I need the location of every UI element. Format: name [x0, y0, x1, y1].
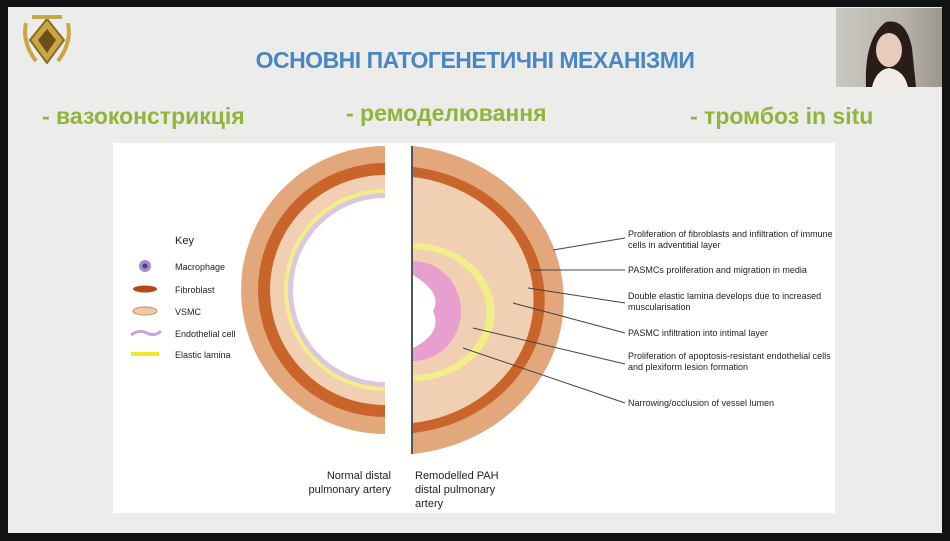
caption-remodelled: Remodelled PAH distal pulmonary artery — [415, 470, 499, 510]
mechanism-vasoconstriction: - вазоконстрикція — [42, 103, 245, 129]
label-elastic-lamina: Double elastic lamina develops due to in… — [628, 291, 822, 312]
key-fibroblast: Fibroblast — [175, 285, 215, 295]
key-title: Key — [175, 235, 194, 247]
label-endothelial: Proliferation of apoptosis-resistant end… — [628, 351, 831, 372]
key-macrophage: Macrophage — [175, 262, 226, 272]
university-logo-icon — [23, 15, 71, 65]
key-endothelial-cell: Endothelial cell — [175, 329, 236, 339]
label-lumen: Narrowing/occlusion of vessel lumen — [628, 398, 775, 408]
key-elastic-lamina: Elastic lamina — [175, 350, 231, 360]
label-media: PASMCs proliferation and migration in me… — [628, 265, 807, 275]
key-vsmc: VSMC — [175, 307, 202, 317]
presentation-slide: ОСНОВНІ ПАТОГЕНЕТИЧНІ МЕХАНІЗМИ - вазоко… — [8, 7, 942, 533]
webcam-video — [836, 8, 942, 87]
mechanism-thrombosis: - тромбоз in situ — [690, 103, 874, 129]
slide-title: ОСНОВНІ ПАТОГЕНЕТИЧНІ МЕХАНІЗМИ — [255, 47, 695, 73]
caption-normal: Normal distal pulmonary artery — [308, 470, 391, 496]
participant-video-icon — [865, 21, 916, 87]
mechanism-remodelling: - ремоделювання — [346, 100, 547, 126]
pah-diagram: Key Macrophage Fibroblast VSMC Endotheli… — [113, 143, 835, 513]
label-adventitial: Proliferation of fibroblasts and infiltr… — [628, 229, 833, 250]
label-intimal: PASMC infiltration into intimal layer — [628, 328, 768, 338]
artery-illustration — [130, 146, 626, 454]
